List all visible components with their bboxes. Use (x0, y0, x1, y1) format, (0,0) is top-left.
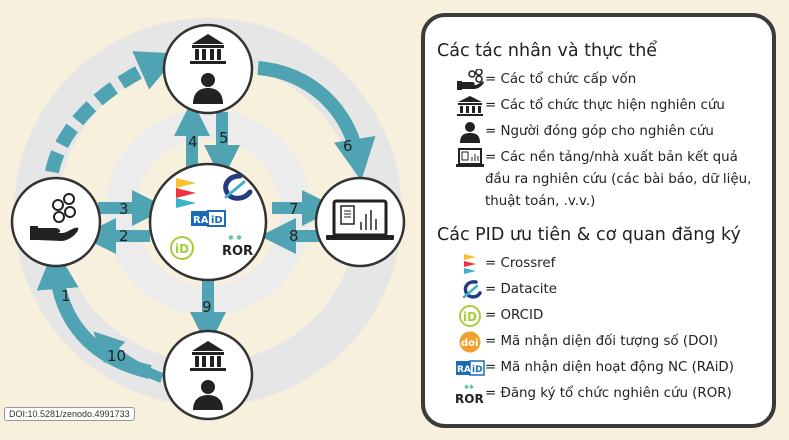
arrow-number: 4 (188, 133, 198, 151)
raid-id-text: iD (472, 365, 483, 375)
arrow-number: 5 (219, 129, 229, 147)
arrow-number: 10 (107, 347, 126, 365)
datacite-icon (223, 173, 253, 201)
datacite-icon (455, 279, 485, 301)
legend-row-crossref: = Crossref (455, 253, 762, 275)
legend-text: = Đăng ký tổ chức nghiên cứu (ROR) (485, 386, 732, 401)
center-pid-node: RA iD iD ✱ ✱ ROR (148, 162, 268, 282)
funder-node (10, 176, 102, 268)
orcid-icon: iD (455, 305, 485, 327)
legend-row-institution: = Các tổ chức thực hiện nghiên cứu (455, 95, 762, 117)
funder-icon (455, 69, 485, 91)
raid-icon: RA iD (455, 357, 485, 379)
ror-text: ROR (222, 244, 253, 259)
raid-ra-text: RA (193, 215, 209, 226)
institution-icon (455, 95, 485, 117)
legend-text: = Các nền tảng/nhà xuất bản kết quả đầu … (485, 150, 752, 209)
legend-text: = Các tổ chức cấp vốn (485, 72, 637, 87)
doi-icon: doi (455, 331, 485, 353)
arrow-number: 2 (119, 227, 129, 245)
raid-id-text: iD (211, 215, 223, 226)
legend-text: = Mã nhận diện đối tượng số (DOI) (485, 334, 719, 349)
legend-row-datacite: = Datacite (455, 279, 762, 301)
legend-text: = Mã nhận diện hoạt động NC (RAiD) (485, 360, 734, 375)
arrow-number: 7 (289, 200, 299, 218)
institution-icon (190, 341, 226, 371)
ror-icon: ✱✱ ROR (455, 383, 485, 405)
svg-text:✱✱: ✱✱ (464, 384, 474, 391)
institution-icon (190, 34, 226, 64)
ror-icon-text: ROR (455, 392, 484, 405)
crossref-icon (176, 178, 196, 208)
orcid-icon: iD (170, 236, 194, 260)
doi-icon-text: doi (461, 338, 478, 349)
funder-icon (30, 193, 79, 241)
arrow-10 (93, 331, 164, 383)
platform-node (314, 176, 406, 268)
orcid-icon-text: iD (463, 310, 477, 324)
arrow-number: 8 (289, 227, 299, 245)
arrow-number: 9 (202, 298, 212, 316)
svg-text:✱ ✱: ✱ ✱ (228, 234, 242, 242)
legend-text: = ORCID (485, 308, 544, 323)
arrow-6 (257, 61, 376, 181)
pid-ecosystem-diagram: 1 2 3 4 5 6 7 8 9 10 (10, 18, 406, 421)
legend-row-doi: doi = Mã nhận diện đối tượng số (DOI) (455, 331, 762, 353)
legend-row-orcid: iD = ORCID (455, 305, 762, 327)
legend-panel: Các tác nhân và thực thể = Các tổ chức c… (421, 13, 776, 428)
crossref-icon (455, 253, 485, 275)
legend-row-person: = Người đóng góp cho nghiên cứu (455, 121, 762, 143)
actors-title: Các tác nhân và thực thể (437, 41, 658, 61)
legend-text: = Datacite (485, 282, 558, 297)
raid-icon: RA iD (191, 210, 226, 227)
legend-text: = Người đóng góp cho nghiên cứu (485, 124, 714, 139)
ror-icon: ✱ ✱ ROR (222, 234, 253, 259)
legend-row-platform: = Các nền tảng/nhà xuất bản kết quả đầu … (455, 147, 762, 213)
legend-text: = Các tổ chức thực hiện nghiên cứu (485, 98, 725, 113)
arrow-number: 6 (343, 137, 353, 155)
svg-text:iD: iD (175, 242, 189, 256)
legend-row-ror: ✱✱ ROR = Đăng ký tổ chức nghiên cứu (ROR… (455, 383, 762, 405)
doi-label: DOI:10.5281/zenodo.4991733 (4, 407, 135, 421)
legend-text: = Crossref (485, 256, 556, 271)
arrow-number: 3 (119, 200, 129, 218)
arrow-dashed (45, 51, 180, 174)
legend-row-raid: RA iD = Mã nhận diện hoạt động NC (RAiD) (455, 357, 762, 379)
person-icon (193, 73, 223, 104)
top-node (162, 23, 254, 115)
legend-row-funder: = Các tổ chức cấp vốn (455, 69, 762, 91)
pids-title: Các PID ưu tiên & cơ quan đăng ký (437, 225, 741, 245)
raid-ra-text: RA (457, 365, 471, 375)
arrow-number: 1 (61, 287, 71, 305)
bottom-node (162, 329, 254, 421)
person-icon (193, 380, 223, 410)
person-icon (455, 121, 485, 143)
platform-icon (455, 147, 485, 169)
platform-icon (326, 199, 394, 240)
